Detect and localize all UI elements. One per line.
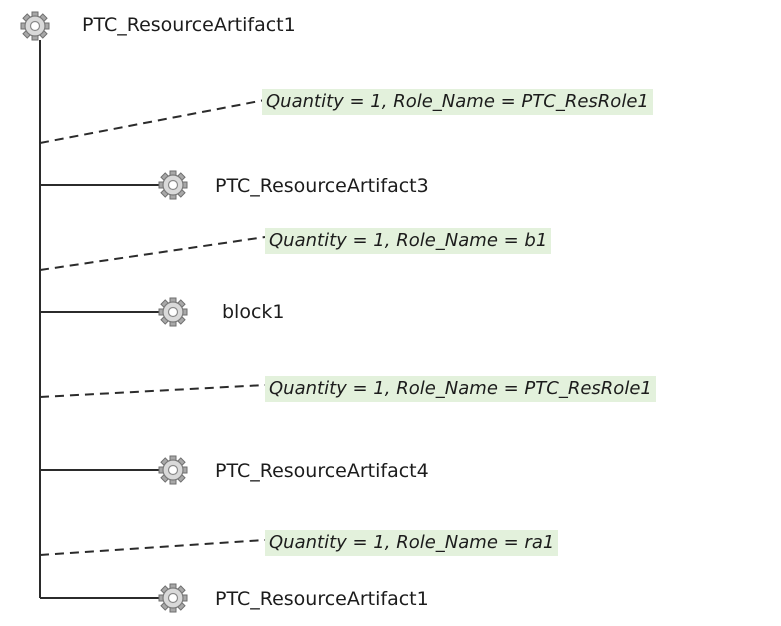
child-node-label[interactable]: block1 [222,301,285,323]
gear-icon [158,170,188,200]
child-node-label[interactable]: PTC_ResourceArtifact3 [215,175,429,197]
relation-dashed-line [39,384,266,398]
relation-label: Quantity = 1, Role_Name = b1 [265,228,552,254]
child-node-label[interactable]: PTC_ResourceArtifact1 [215,588,429,610]
relation-dashed-line [39,99,266,144]
relation-dashed-line [39,236,266,271]
relation-label: Quantity = 1, Role_Name = PTC_ResRole1 [265,376,656,402]
relation-label: Quantity = 1, Role_Name = ra1 [265,530,559,556]
gear-icon [20,11,50,41]
gear-icon [158,297,188,327]
child-node-label[interactable]: PTC_ResourceArtifact4 [215,460,429,482]
relation-label: Quantity = 1, Role_Name = PTC_ResRole1 [262,89,653,115]
root-node-label[interactable]: PTC_ResourceArtifact1 [82,14,296,36]
gear-icon [158,455,188,485]
gear-icon [158,583,188,613]
relation-dashed-line [39,539,266,556]
